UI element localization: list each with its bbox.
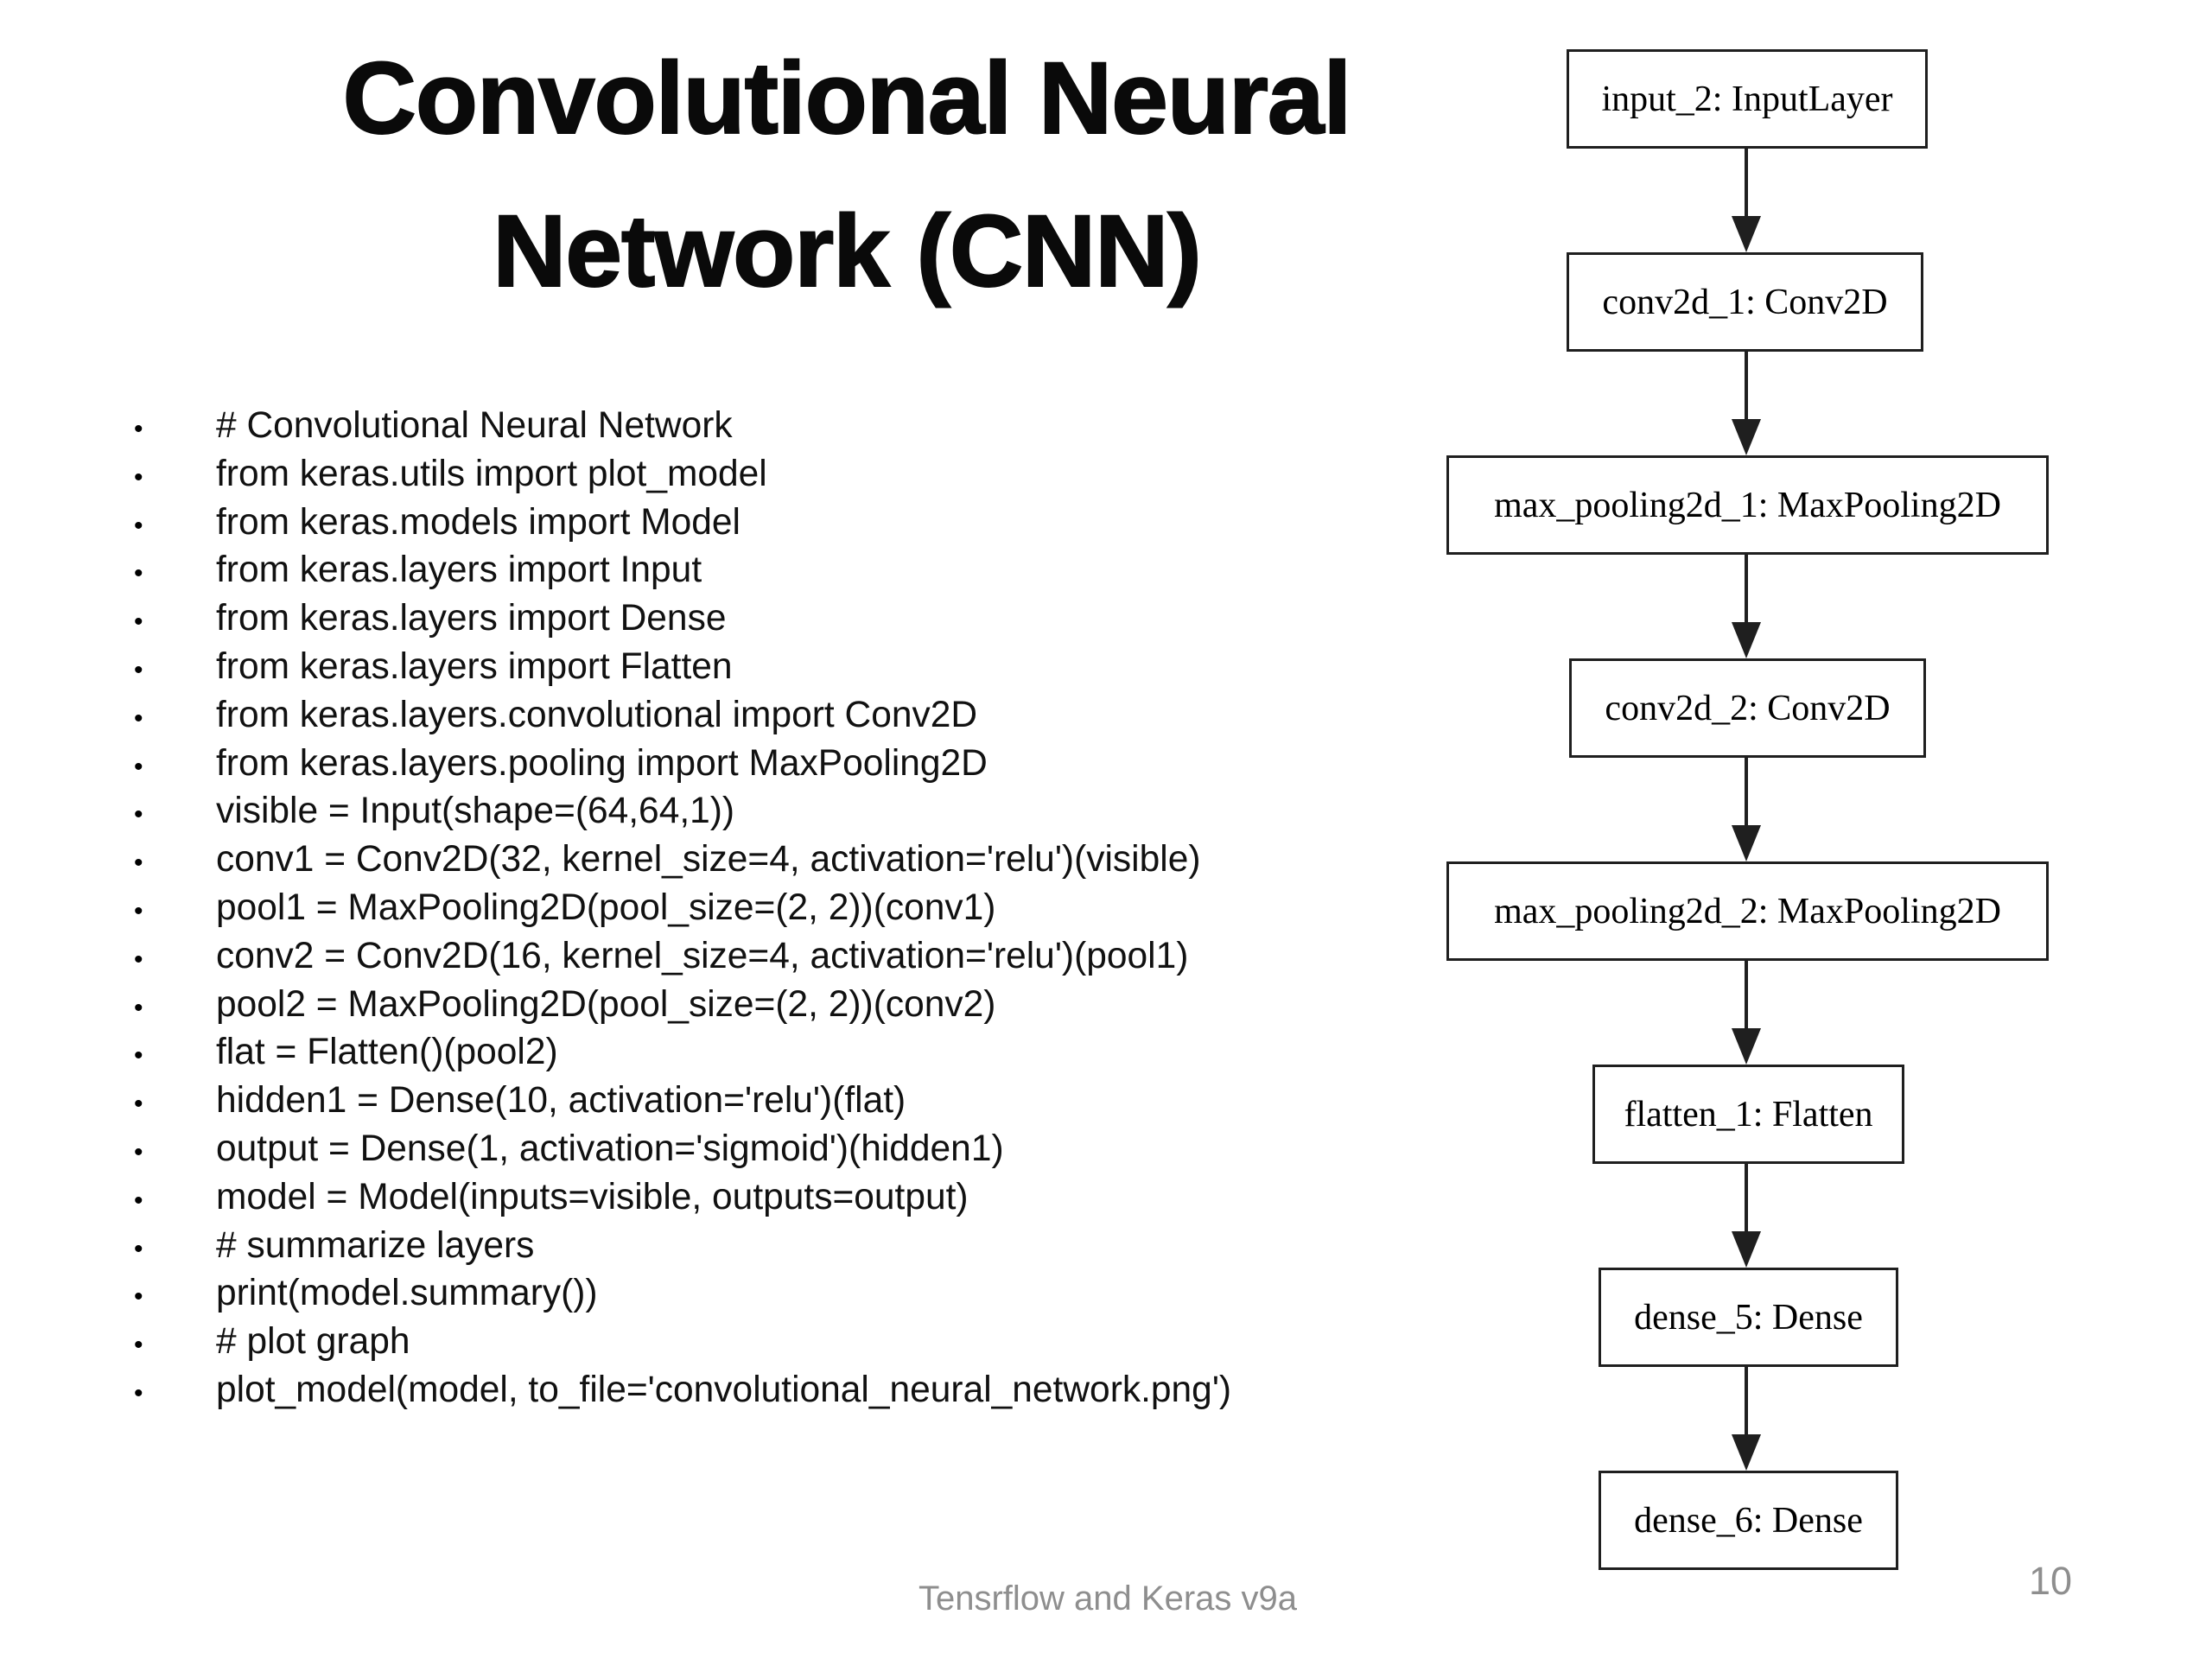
flow-connector: [1732, 352, 1761, 455]
code-line-text: flat = Flatten()(pool2): [216, 1032, 558, 1073]
bullet-icon: •: [134, 896, 143, 925]
bullet-icon: •: [134, 1137, 143, 1166]
code-line: • # summarize layers: [134, 1222, 1430, 1270]
arrow-down-icon: [1732, 825, 1761, 861]
diagram-node-conv2d-2: conv2d_2: Conv2D: [1569, 658, 1926, 758]
code-line: • print(model.summary()): [134, 1269, 1430, 1318]
code-line: • conv2 = Conv2D(16, kernel_size=4, activ…: [134, 932, 1430, 981]
code-line-text: print(model.summary()): [216, 1273, 598, 1314]
code-line-text: # Convolutional Neural Network: [216, 405, 733, 446]
bullet-icon: •: [134, 849, 143, 878]
bullet-icon: •: [134, 800, 143, 830]
flow-connector: [1732, 1367, 1761, 1471]
arrow-shaft: [1745, 758, 1748, 827]
footer-text: Tensrflow and Keras v9a: [918, 1580, 1297, 1618]
flow-connector: [1732, 961, 1761, 1065]
code-line-text: from keras.utils import plot_model: [216, 453, 767, 494]
code-line: • visible = Input(shape=(64,64,1)): [134, 787, 1430, 836]
code-line-text: from keras.layers import Dense: [216, 598, 727, 639]
code-line-text: pool2 = MaxPooling2D(pool_size=(2, 2))(c…: [216, 983, 996, 1025]
page-title: Convolutional Neural Network (CNN): [220, 22, 1473, 328]
code-line-text: model = Model(inputs=visible, outputs=ou…: [216, 1176, 969, 1217]
arrow-shaft: [1745, 1367, 1748, 1436]
code-line-text: visible = Input(shape=(64,64,1)): [216, 791, 735, 832]
flow-connector: [1732, 149, 1761, 252]
arrow-down-icon: [1732, 622, 1761, 658]
diagram-node-dense-6: dense_6: Dense: [1599, 1471, 1898, 1570]
bullet-icon: •: [134, 607, 143, 637]
flow-connector: [1732, 758, 1761, 861]
page-title-line2: Network (CNN): [492, 194, 1203, 309]
code-line-text: from keras.layers.pooling import MaxPool…: [216, 742, 988, 784]
code-line: • from keras.layers import Flatten: [134, 643, 1430, 691]
code-line: • conv1 = Conv2D(32, kernel_size=4, activ…: [134, 836, 1430, 884]
code-bullet-list: • # Convolutional Neural Network • from ke…: [134, 402, 1430, 1414]
code-line-text: # plot graph: [216, 1321, 410, 1363]
bullet-icon: •: [134, 1282, 143, 1312]
arrow-down-icon: [1732, 1028, 1761, 1065]
code-line: • from keras.utils import plot_model: [134, 450, 1430, 499]
arrow-down-icon: [1732, 216, 1761, 252]
code-line-text: plot_model(model, to_file='convolutional…: [216, 1369, 1232, 1410]
flow-connector: [1732, 555, 1761, 658]
diagram-node-input-layer: input_2: InputLayer: [1567, 49, 1928, 149]
code-line-text: from keras.models import Model: [216, 501, 741, 543]
bullet-icon: •: [134, 993, 143, 1022]
code-line-text: from keras.layers import Input: [216, 550, 702, 591]
code-line: • from keras.layers import Dense: [134, 594, 1430, 643]
code-line: • flat = Flatten()(pool2): [134, 1028, 1430, 1077]
code-line: • output = Dense(1, activation='sigmoid')…: [134, 1125, 1430, 1173]
bullet-icon: •: [134, 462, 143, 492]
arrow-down-icon: [1732, 419, 1761, 455]
bullet-icon: •: [134, 559, 143, 588]
code-line: • plot_model(model, to_file='convolutiona…: [134, 1366, 1430, 1414]
bullet-icon: •: [134, 1234, 143, 1263]
bullet-icon: •: [134, 944, 143, 974]
arrow-shaft: [1745, 961, 1748, 1030]
code-line: • # plot graph: [134, 1318, 1430, 1366]
bullet-icon: •: [134, 1378, 143, 1408]
code-line-text: output = Dense(1, activation='sigmoid')(…: [216, 1128, 1004, 1169]
bullet-icon: •: [134, 655, 143, 684]
code-line: • from keras.models import Model: [134, 499, 1430, 547]
code-line-text: from keras.layers.convolutional import C…: [216, 694, 978, 735]
diagram-node-conv2d-1: conv2d_1: Conv2D: [1567, 252, 1923, 352]
code-line: • model = Model(inputs=visible, outputs=o…: [134, 1173, 1430, 1222]
page-title-line1: Convolutional Neural: [342, 41, 1353, 156]
bullet-icon: •: [134, 1331, 143, 1360]
code-line: • # Convolutional Neural Network: [134, 402, 1430, 450]
code-line: • from keras.layers.convolutional import …: [134, 691, 1430, 740]
arrow-down-icon: [1732, 1434, 1761, 1471]
arrow-shaft: [1745, 149, 1748, 218]
arrow-shaft: [1745, 555, 1748, 624]
bullet-icon: •: [134, 1041, 143, 1071]
bullet-icon: •: [134, 752, 143, 781]
arrow-down-icon: [1732, 1231, 1761, 1268]
code-line-text: hidden1 = Dense(10, activation='relu')(f…: [216, 1080, 906, 1122]
code-line-text: conv2 = Conv2D(16, kernel_size=4, activa…: [216, 935, 1189, 976]
bullet-icon: •: [134, 1185, 143, 1215]
code-line-text: pool1 = MaxPooling2D(pool_size=(2, 2))(c…: [216, 887, 996, 928]
code-line: • hidden1 = Dense(10, activation='relu')(…: [134, 1077, 1430, 1125]
code-line: • pool2 = MaxPooling2D(pool_size=(2, 2))(…: [134, 981, 1430, 1029]
bullet-icon: •: [134, 511, 143, 540]
arrow-shaft: [1745, 1164, 1748, 1233]
code-line-text: from keras.layers import Flatten: [216, 645, 733, 687]
diagram-node-dense-5: dense_5: Dense: [1599, 1268, 1898, 1367]
bullet-icon: •: [134, 703, 143, 733]
code-line: • pool1 = MaxPooling2D(pool_size=(2, 2))(…: [134, 884, 1430, 932]
bullet-icon: •: [134, 415, 143, 443]
code-line: • from keras.layers import Input: [134, 546, 1430, 594]
page-number: 10: [2029, 1559, 2073, 1603]
flow-connector: [1732, 1164, 1761, 1268]
bullet-icon: •: [134, 1090, 143, 1119]
code-line: • from keras.layers.pooling import MaxPoo…: [134, 740, 1430, 788]
diagram-node-flatten-1: flatten_1: Flatten: [1592, 1065, 1904, 1164]
code-line-text: # summarize layers: [216, 1224, 535, 1266]
diagram-node-max-pooling2d-2: max_pooling2d_2: MaxPooling2D: [1446, 861, 2049, 961]
diagram-node-max-pooling2d-1: max_pooling2d_1: MaxPooling2D: [1446, 455, 2049, 555]
code-line-text: conv1 = Conv2D(32, kernel_size=4, activa…: [216, 839, 1201, 880]
arrow-shaft: [1745, 352, 1748, 421]
